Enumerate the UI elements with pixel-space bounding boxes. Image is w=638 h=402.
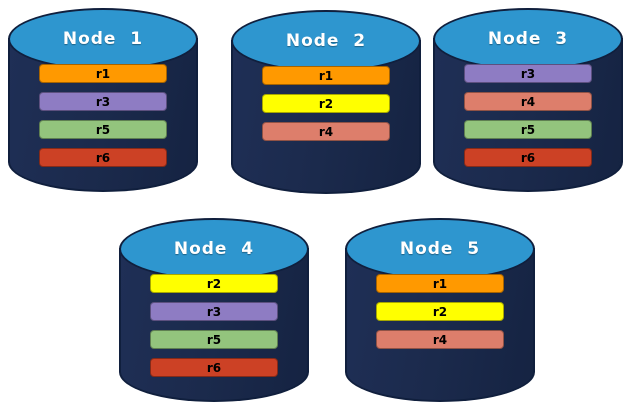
replica-bar: r6	[39, 148, 167, 167]
node-3-cylinder: Node 3 r3 r4 r5 r6	[433, 8, 623, 192]
node-3-cylinder-top: Node 3	[433, 8, 623, 70]
replica-bar: r1	[376, 274, 504, 293]
node-2-cylinder: Node 2 r1 r2 r4	[231, 10, 421, 194]
replica-bar: r2	[262, 94, 390, 113]
replica-bar: r5	[464, 120, 592, 139]
node-1-label: Node 1	[62, 29, 144, 49]
replica-bar: r2	[376, 302, 504, 321]
node-2-label: Node 2	[285, 31, 367, 51]
replica-bar: r4	[262, 122, 390, 141]
replica-bar: r2	[150, 274, 278, 293]
node-4-replica-list: r2 r3 r5 r6	[150, 274, 278, 377]
replica-bar: r5	[150, 330, 278, 349]
node-3-replica-list: r3 r4 r5 r6	[464, 64, 592, 167]
replica-bar: r1	[262, 66, 390, 85]
replica-bar: r5	[39, 120, 167, 139]
replica-bar: r6	[150, 358, 278, 377]
node-5-cylinder-top: Node 5	[345, 218, 535, 280]
node-2-replica-list: r1 r2 r4	[262, 66, 390, 141]
node-1-replica-list: r1 r3 r5 r6	[39, 64, 167, 167]
replica-bar: r1	[39, 64, 167, 83]
node-4-cylinder-top: Node 4	[119, 218, 309, 280]
replica-bar: r3	[39, 92, 167, 111]
replica-bar: r3	[464, 64, 592, 83]
node-4-label: Node 4	[173, 239, 255, 259]
node-2-cylinder-top: Node 2	[231, 10, 421, 72]
node-5-label: Node 5	[399, 239, 481, 259]
replica-bar: r3	[150, 302, 278, 321]
node-1-cylinder: Node 1 r1 r3 r5 r6	[8, 8, 198, 192]
replica-bar: r6	[464, 148, 592, 167]
replica-bar: r4	[464, 92, 592, 111]
node-1-cylinder-top: Node 1	[8, 8, 198, 70]
node-5-replica-list: r1 r2 r4	[376, 274, 504, 349]
node-4-cylinder: Node 4 r2 r3 r5 r6	[119, 218, 309, 402]
node-5-cylinder: Node 5 r1 r2 r4	[345, 218, 535, 402]
replica-bar: r4	[376, 330, 504, 349]
node-3-label: Node 3	[487, 29, 569, 49]
